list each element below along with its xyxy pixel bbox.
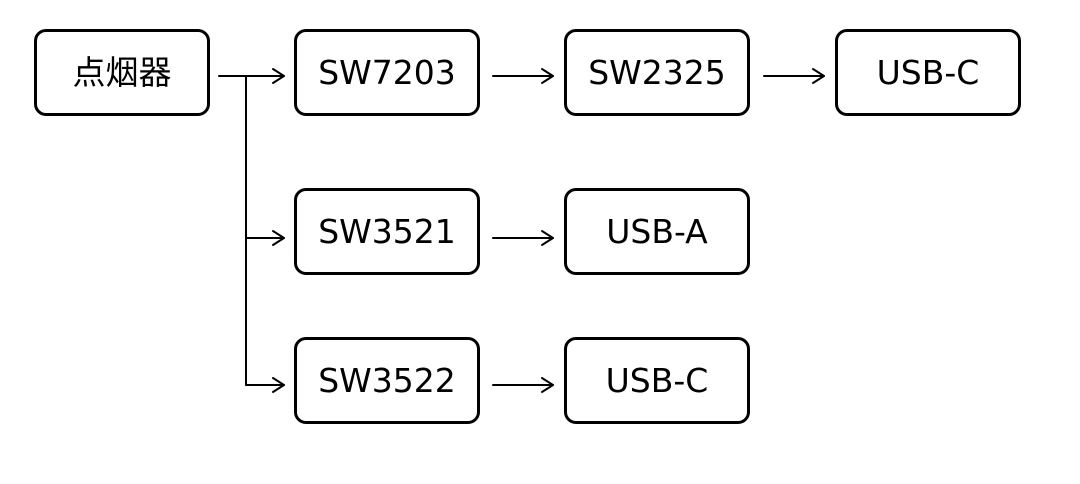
- node-sw7203: SW7203: [294, 29, 480, 116]
- node-usb-c-bottom: USB-C: [564, 337, 750, 424]
- node-usb-a: USB-A: [564, 188, 750, 275]
- node-usb-c-top: USB-C: [835, 29, 1021, 116]
- edge-source-sw3522-arrowhead: [272, 377, 285, 393]
- node-cigarette-lighter: 点烟器: [34, 29, 210, 116]
- edge-sw2325-usbc-arrowhead: [812, 68, 825, 84]
- edge-source-sw3521-arrowhead: [272, 230, 285, 246]
- edge-sw7203-sw2325-arrowhead: [541, 68, 554, 84]
- edge-sw3522-usbc-arrowhead: [541, 377, 554, 393]
- node-sw3522: SW3522: [294, 337, 480, 424]
- edge-source-sw7203-arrowhead: [272, 68, 285, 84]
- node-sw2325: SW2325: [564, 29, 750, 116]
- edge-sw3521-usba-arrowhead: [541, 230, 554, 246]
- node-sw3521: SW3521: [294, 188, 480, 275]
